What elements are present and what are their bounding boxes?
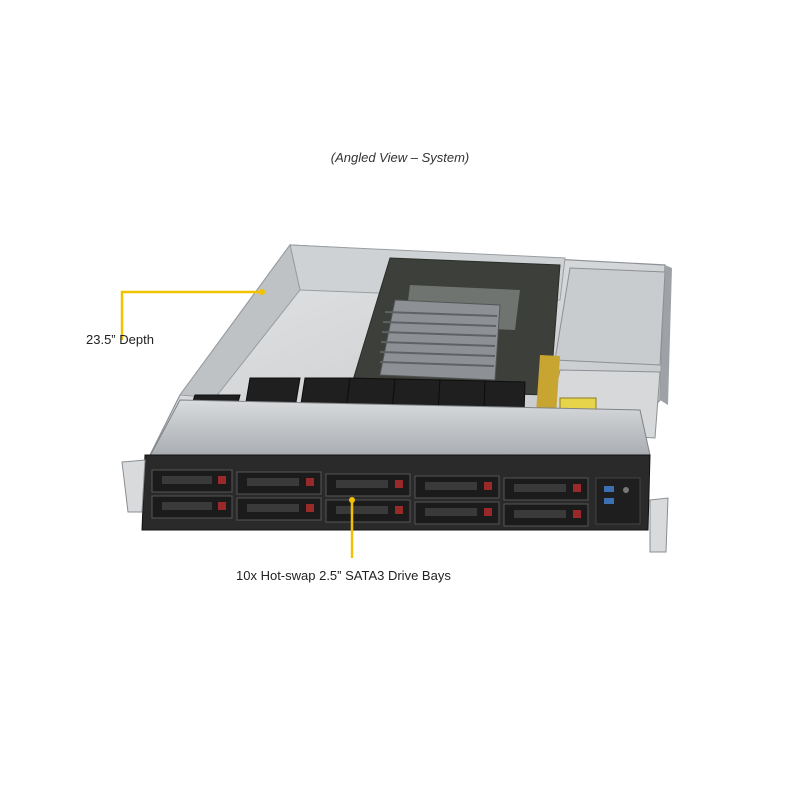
control-panel [595,477,641,525]
depth-callout-line [120,290,262,340]
drive-bay[interactable] [325,499,411,523]
drive-bays-label: 10x Hot-swap 2.5” SATA3 Drive Bays [236,568,451,583]
usb-port-icon[interactable] [604,498,614,504]
drive-bay[interactable] [414,501,500,525]
drive-bay[interactable] [325,473,411,497]
drive-bay[interactable] [236,471,322,495]
drive-bay[interactable] [236,497,322,521]
bays-callout-dot [349,497,355,503]
depth-label: 23.5” Depth [86,332,154,347]
front-lid [149,399,651,457]
drive-bay[interactable] [414,475,500,499]
drive-bay[interactable] [503,477,589,501]
power-button-icon[interactable] [623,487,629,493]
drive-bay[interactable] [503,503,589,527]
drive-bay[interactable] [151,469,233,493]
drive-bay[interactable] [151,495,233,519]
drive-bays [151,469,641,527]
view-caption: (Angled View – System) [330,150,470,165]
depth-callout-dot [259,289,265,295]
usb-port-icon[interactable] [604,486,614,492]
